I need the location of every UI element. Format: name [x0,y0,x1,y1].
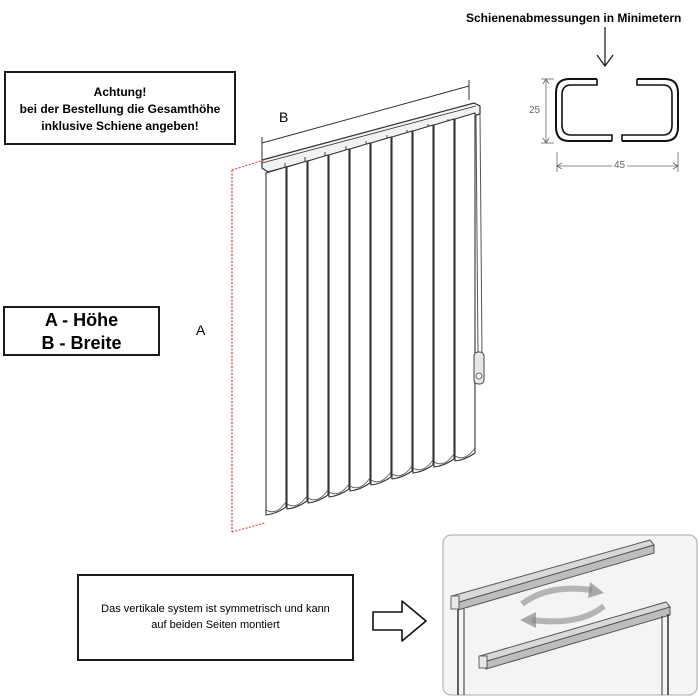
right-arrow-icon [372,600,427,642]
rail-dimensions-title: Schienenabmessungen in Minimetern [466,11,682,25]
symmetry-info-box: Das vertikale system ist symmetrisch und… [77,574,354,661]
rail-width-value: 45 [612,160,628,171]
info-line-2: auf beiden Seiten montiert [151,619,280,631]
dimension-label-b: B [279,109,289,125]
dimension-legend-box: A - Höhe B - Breite [3,306,160,356]
symmetry-illustration [442,534,698,696]
info-line-1: Das vertikale system ist symmetrisch und… [101,603,330,615]
vertical-blind-illustration [231,80,485,533]
order-notice-box: Achtung! bei der Bestellung die Gesamthö… [4,71,236,145]
rail-height-value: 25 [529,105,541,116]
dimension-label-a: A [196,322,206,338]
notice-line-2: bei der Bestellung die Gesamthöhe [19,102,221,116]
rail-cross-section [541,27,679,172]
legend-height: A - Höhe [44,310,119,330]
legend-width: B - Breite [41,333,122,353]
notice-title: Achtung! [93,85,147,99]
notice-line-3: inklusive Schiene angeben! [41,119,199,133]
